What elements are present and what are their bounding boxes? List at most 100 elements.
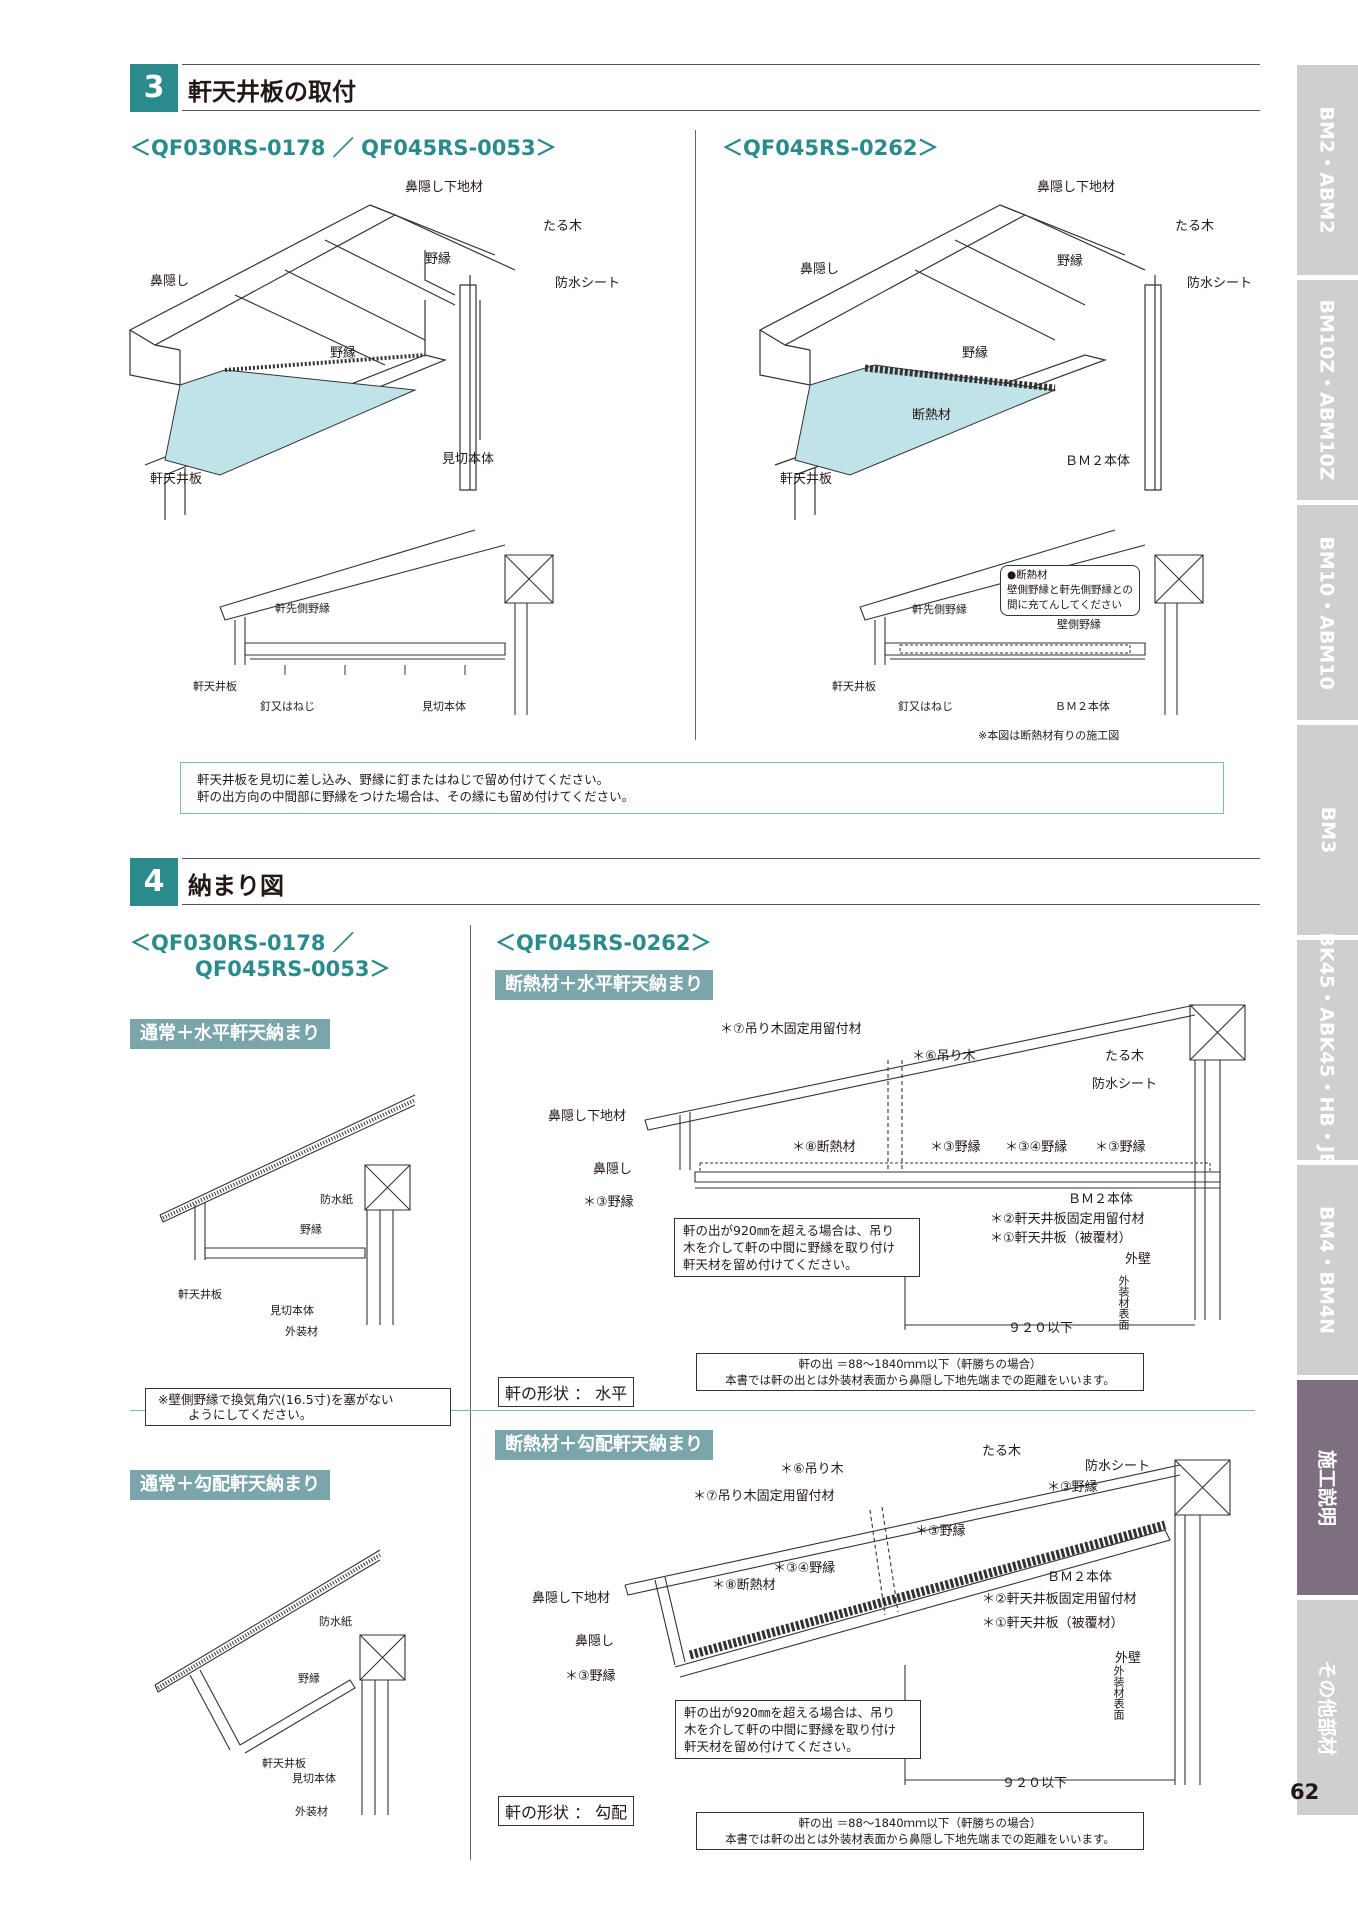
sidebar-tab-bm10[interactable]: BM10・ABM10 <box>1297 505 1358 720</box>
ns-label-mikiri: 見切本体 <box>292 1772 336 1785</box>
s3l-label-hanakakushi: 鼻隠し <box>150 274 190 289</box>
s3l-detail-nokisaki: 軒先側野縁 <box>275 602 330 615</box>
section4-model-right: ＜QF045RS-0262＞ <box>495 931 712 955</box>
ih-label-l7: ＊⑦吊り木固定用留付材 <box>720 1022 862 1037</box>
section4-column-divider <box>470 925 471 1860</box>
section4-model-left-line2: QF045RS-0053＞ <box>195 957 391 981</box>
ih-keitai: 軒の形状 ： 水平 <box>498 1377 635 1407</box>
sidebar-tab-bk45[interactable]: BK45・ABK45・HB・JB <box>1297 933 1358 1167</box>
section3-column-divider <box>695 130 696 740</box>
is-label-l3c: ＊③野縁 <box>565 1669 616 1684</box>
is-label-l1: ＊①軒天井板（被覆材） <box>982 1616 1124 1631</box>
section3-left-iso-drawing <box>125 190 595 550</box>
ns-label-boushi: 防水紙 <box>319 1615 352 1628</box>
ih-label-l34: ＊③④野縁 <box>1005 1140 1068 1155</box>
s3r-label-bousui: 防水シート <box>1187 276 1253 291</box>
s3r-detail-dannetsu-callout: ●断熱材 壁側野縁と軒先側野縁との 間に充てんしてください <box>1000 565 1140 616</box>
sidebar-tab-sekou[interactable]: 施工説明 <box>1297 1380 1358 1595</box>
s3r-label-dannetsu: 断熱材 <box>912 408 952 423</box>
section4-rule-bottom <box>182 904 1260 905</box>
s3r-detail-kabegawa: 壁側野縁 <box>1057 618 1101 631</box>
s3r-label-nokiten: 軒天井板 <box>780 472 833 487</box>
ih-label-l3c: ＊③野縁 <box>583 1195 634 1210</box>
section4-row-divider <box>130 1410 1255 1411</box>
section4-rule-top <box>182 858 1260 859</box>
ih-label-gaiso-hyomen: 外装材表面 <box>1117 1275 1130 1330</box>
is-box-note: 軒の出が920㎜を超える場合は、吊り 木を介して軒の中間に野縁を取り付け 軒天材… <box>675 1700 921 1759</box>
ns-label-nokiten: 軒天井板 <box>262 1757 306 1770</box>
ih-label-bousui: 防水シート <box>1092 1077 1158 1092</box>
is-label-bousui: 防水シート <box>1085 1459 1151 1474</box>
is-label-l3top: ＊③野縁 <box>1047 1480 1098 1495</box>
is-label-taruki: たる木 <box>982 1444 1022 1459</box>
right-ceiling-panel <box>795 365 1055 475</box>
ih-nokinode-box: 軒の出 ＝88～1840ｍｍ以下（軒勝ちの場合） 本書では軒の出とは外装材表面か… <box>696 1353 1144 1391</box>
s3l-label-nobuchi2: 野縁 <box>330 346 357 361</box>
section3-left-detail-drawing <box>215 525 570 715</box>
insul-slope-drawing <box>620 1455 1240 1815</box>
is-label-l34: ＊③④野縁 <box>773 1561 836 1576</box>
insul-horizontal-drawing <box>640 1000 1250 1330</box>
section3-note-line2: 軒の出方向の中間部に野縁をつけた場合は、その縁にも留め付けてください。 <box>197 789 635 804</box>
s3r-label-hanakakushi: 鼻隠し <box>800 262 840 277</box>
ih-label-hana-shitaji: 鼻隠し下地材 <box>548 1109 627 1124</box>
is-label-l6: ＊⑥吊り木 <box>780 1462 844 1477</box>
ih-label-l8: ＊⑧断熱材 <box>792 1140 856 1155</box>
section3-number: 3 <box>130 64 178 112</box>
section3-header: 3 軒天井板の取付 <box>130 64 1260 112</box>
ih-label-l3a: ＊③野縁 <box>930 1140 981 1155</box>
s3l-label-bousui: 防水シート <box>555 276 621 291</box>
is-label-hanakakushi: 鼻隠し <box>575 1634 615 1649</box>
ns-label-gaiso: 外装材 <box>295 1805 328 1818</box>
sidebar-tab-bm4[interactable]: BM4・BM4N <box>1297 1165 1358 1375</box>
ih-label-dim920: ９２０以下 <box>1008 1321 1074 1336</box>
ih-label-l6: ＊⑥吊り木 <box>912 1049 976 1064</box>
is-nokinode-box: 軒の出 ＝88～1840ｍｍ以下（軒勝ちの場合） 本書では軒の出とは外装材表面か… <box>696 1812 1144 1850</box>
s3l-label-nokiten: 軒天井板 <box>150 472 203 487</box>
s3r-detail-nokisaki: 軒先側野縁 <box>912 603 967 616</box>
ns-label-nobuchi: 野縁 <box>298 1672 320 1685</box>
section3-title: 軒天井板の取付 <box>188 78 356 106</box>
section3-note-box: 軒天井板を見切に差し込み、野縁に釘またはねじで留め付けてください。 軒の出方向の… <box>180 762 1224 814</box>
s3r-detail-caption: ※本図は断熱材有りの施工図 <box>978 729 1120 742</box>
sidebar-tab-bm2[interactable]: BM2・ABM2 <box>1297 65 1358 275</box>
section4-header: 4 納まり図 <box>130 858 1260 906</box>
ih-label-gaiheki: 外壁 <box>1125 1252 1152 1267</box>
nh-label-nokiten: 軒天井板 <box>178 1288 222 1301</box>
tag-normal-horizontal: 通常＋水平軒天納まり <box>130 1019 330 1049</box>
s3r-label-hana-shitaji: 鼻隠し下地材 <box>1037 180 1116 195</box>
section3-model-left: ＜QF030RS-0178 ／ QF045RS-0053＞ <box>130 136 557 160</box>
s3l-label-nobuchi1: 野縁 <box>425 252 452 267</box>
tag-insul-horizontal: 断熱材＋水平軒天納まり <box>495 970 713 1000</box>
section4-number: 4 <box>130 858 178 906</box>
s3r-label-nobuchi1: 野縁 <box>1057 254 1084 269</box>
ih-label-l3b: ＊③野縁 <box>1095 1140 1146 1155</box>
s3l-label-taruki: たる木 <box>543 219 583 234</box>
s3l-detail-kugi: 釘又はねじ <box>260 700 315 713</box>
tag-normal-slope: 通常＋勾配軒天納まり <box>130 1470 330 1500</box>
left-ceiling-panel <box>165 370 415 475</box>
ih-label-l1: ＊①軒天井板（被覆材） <box>990 1231 1132 1246</box>
section3-right-detail-drawing <box>855 525 1210 715</box>
s3r-label-nobuchi2: 野縁 <box>962 346 989 361</box>
s3r-detail-nokiten: 軒天井板 <box>832 680 876 693</box>
s3l-detail-mikiri: 見切本体 <box>422 700 466 713</box>
sidebar-tab-bm3[interactable]: BM3 <box>1297 725 1358 935</box>
nh-label-nobuchi: 野縁 <box>300 1223 322 1236</box>
section3-note-line1: 軒天井板を見切に差し込み、野縁に釘またはねじで留め付けてください。 <box>197 772 610 787</box>
is-label-l7: ＊⑦吊り木固定用留付材 <box>693 1489 835 1504</box>
section3-rule-bottom <box>182 110 1260 111</box>
normal-horizontal-note: ※壁側野縁で換気角穴(16.5寸)を塞がない ようにしてください。 <box>145 1388 451 1426</box>
sidebar-tab-bm10z[interactable]: BM10Z・ABM10Z <box>1297 280 1358 500</box>
s3r-detail-bm2: ＢＭ２本体 <box>1055 700 1110 713</box>
section4-model-left-line1: ＜QF030RS-0178 ／ <box>130 931 354 955</box>
ih-label-taruki: たる木 <box>1105 1049 1145 1064</box>
sidebar-tab-sonota[interactable]: その他部材 <box>1297 1600 1358 1815</box>
is-label-l3mid: ＊③野縁 <box>915 1524 966 1539</box>
section3-model-right: ＜QF045RS-0262＞ <box>722 136 939 160</box>
section3-right-iso-drawing <box>755 190 1225 550</box>
ih-label-l2: ＊②軒天井板固定用留付材 <box>990 1212 1145 1227</box>
is-label-hana-shitaji: 鼻隠し下地材 <box>532 1591 611 1606</box>
nh-label-gaiso: 外装材 <box>285 1325 318 1338</box>
is-keitai: 軒の形状 ： 勾配 <box>498 1796 635 1826</box>
